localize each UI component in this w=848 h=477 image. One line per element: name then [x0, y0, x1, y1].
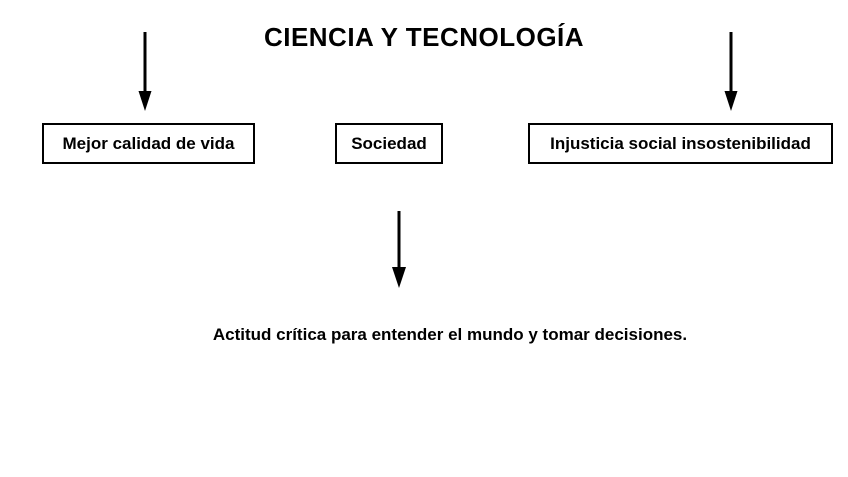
box-label: Sociedad	[351, 133, 427, 153]
box-mejor-calidad-de-vida: Mejor calidad de vida	[42, 123, 255, 164]
down-arrow-icon	[389, 211, 409, 288]
box-sociedad: Sociedad	[335, 123, 443, 164]
diagram-title: CIENCIA Y TECNOLOGÍA	[263, 22, 585, 52]
down-arrow-icon	[135, 32, 155, 111]
conclusion-text: Actitud crítica para entender el mundo y…	[212, 325, 688, 344]
box-injusticia-social: Injusticia social insostenibilidad	[528, 123, 833, 164]
box-label: Mejor calidad de vida	[62, 133, 235, 153]
down-arrow-icon	[721, 32, 741, 111]
box-label: Injusticia social insostenibilidad	[550, 133, 811, 153]
